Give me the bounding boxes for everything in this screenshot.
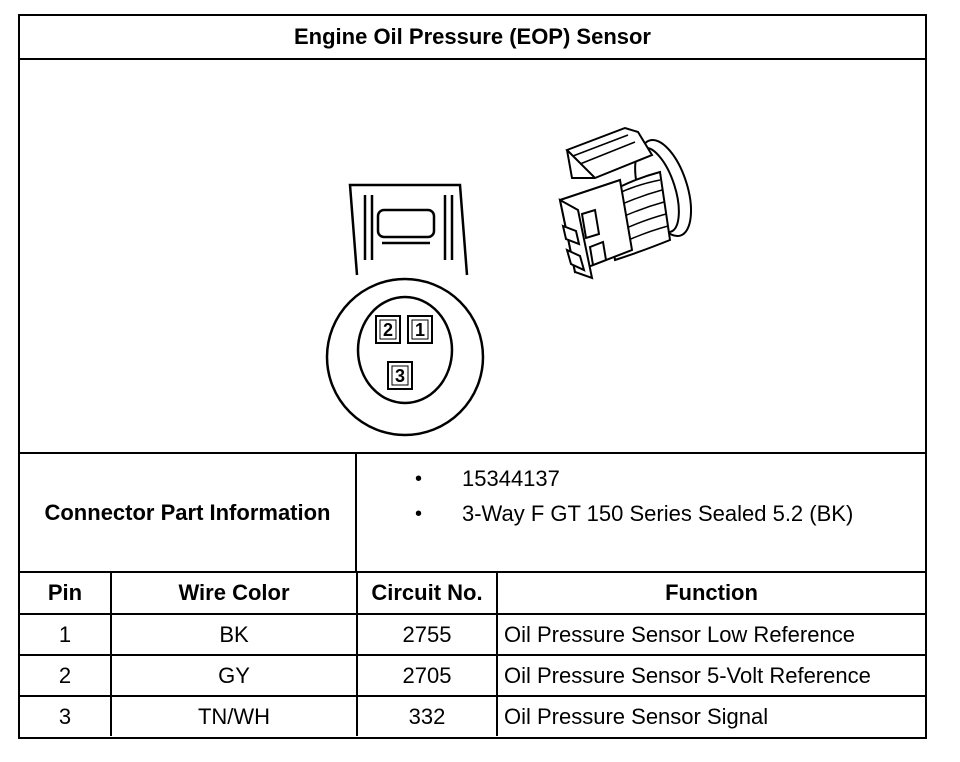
pin-2-label: 2 — [383, 320, 393, 340]
connector-perspective-view — [558, 126, 693, 280]
cell-function: Oil Pressure Sensor Signal — [496, 695, 925, 736]
connector-document: Engine Oil Pressure (EOP) Sensor — [18, 14, 927, 739]
cell-pin: 1 — [20, 613, 112, 656]
connector-illustration: 2 1 3 — [325, 126, 693, 437]
bullet-icon: • — [415, 503, 423, 525]
connector-part-info-list: • 15344137 • 3-Way F GT 150 Series Seale… — [359, 464, 853, 534]
cell-wire-color: BK — [110, 613, 358, 656]
cell-pin: 2 — [20, 654, 112, 697]
connector-figure: 2 1 3 — [20, 60, 925, 454]
header-circuit-no: Circuit No. — [356, 573, 498, 615]
cell-circuit-no: 332 — [356, 695, 498, 736]
pin-3-label: 3 — [395, 366, 405, 386]
table-header-row: Pin Wire Color Circuit No. Function — [20, 573, 925, 615]
pin-1-label: 1 — [415, 320, 425, 340]
cell-wire-color: TN/WH — [110, 695, 358, 736]
cell-wire-color: GY — [110, 654, 358, 697]
part-description-item: • 3-Way F GT 150 Series Sealed 5.2 (BK) — [359, 499, 853, 534]
table-row: 2 GY 2705 Oil Pressure Sensor 5-Volt Ref… — [20, 654, 925, 697]
header-function: Function — [496, 573, 925, 615]
cell-function: Oil Pressure Sensor Low Reference — [496, 613, 925, 656]
part-description: 3-Way F GT 150 Series Sealed 5.2 (BK) — [462, 501, 854, 526]
header-wire-color: Wire Color — [110, 573, 358, 615]
table-row: 1 BK 2755 Oil Pressure Sensor Low Refere… — [20, 613, 925, 656]
cell-circuit-no: 2705 — [356, 654, 498, 697]
part-number-item: • 15344137 — [359, 464, 853, 499]
part-number: 15344137 — [462, 466, 560, 491]
connector-face-view — [325, 183, 485, 437]
cell-pin: 3 — [20, 695, 112, 736]
table-row: 3 TN/WH 332 Oil Pressure Sensor Signal — [20, 695, 925, 736]
connector-part-info-row: Connector Part Information • 15344137 • … — [20, 454, 925, 573]
pin-table: Pin Wire Color Circuit No. Function 1 BK… — [20, 573, 925, 736]
bullet-icon: • — [415, 468, 423, 490]
page-title: Engine Oil Pressure (EOP) Sensor — [20, 16, 925, 60]
connector-part-info-label: Connector Part Information — [20, 454, 357, 571]
header-pin: Pin — [20, 573, 112, 615]
cell-circuit-no: 2755 — [356, 613, 498, 656]
cell-function: Oil Pressure Sensor 5-Volt Reference — [496, 654, 925, 697]
